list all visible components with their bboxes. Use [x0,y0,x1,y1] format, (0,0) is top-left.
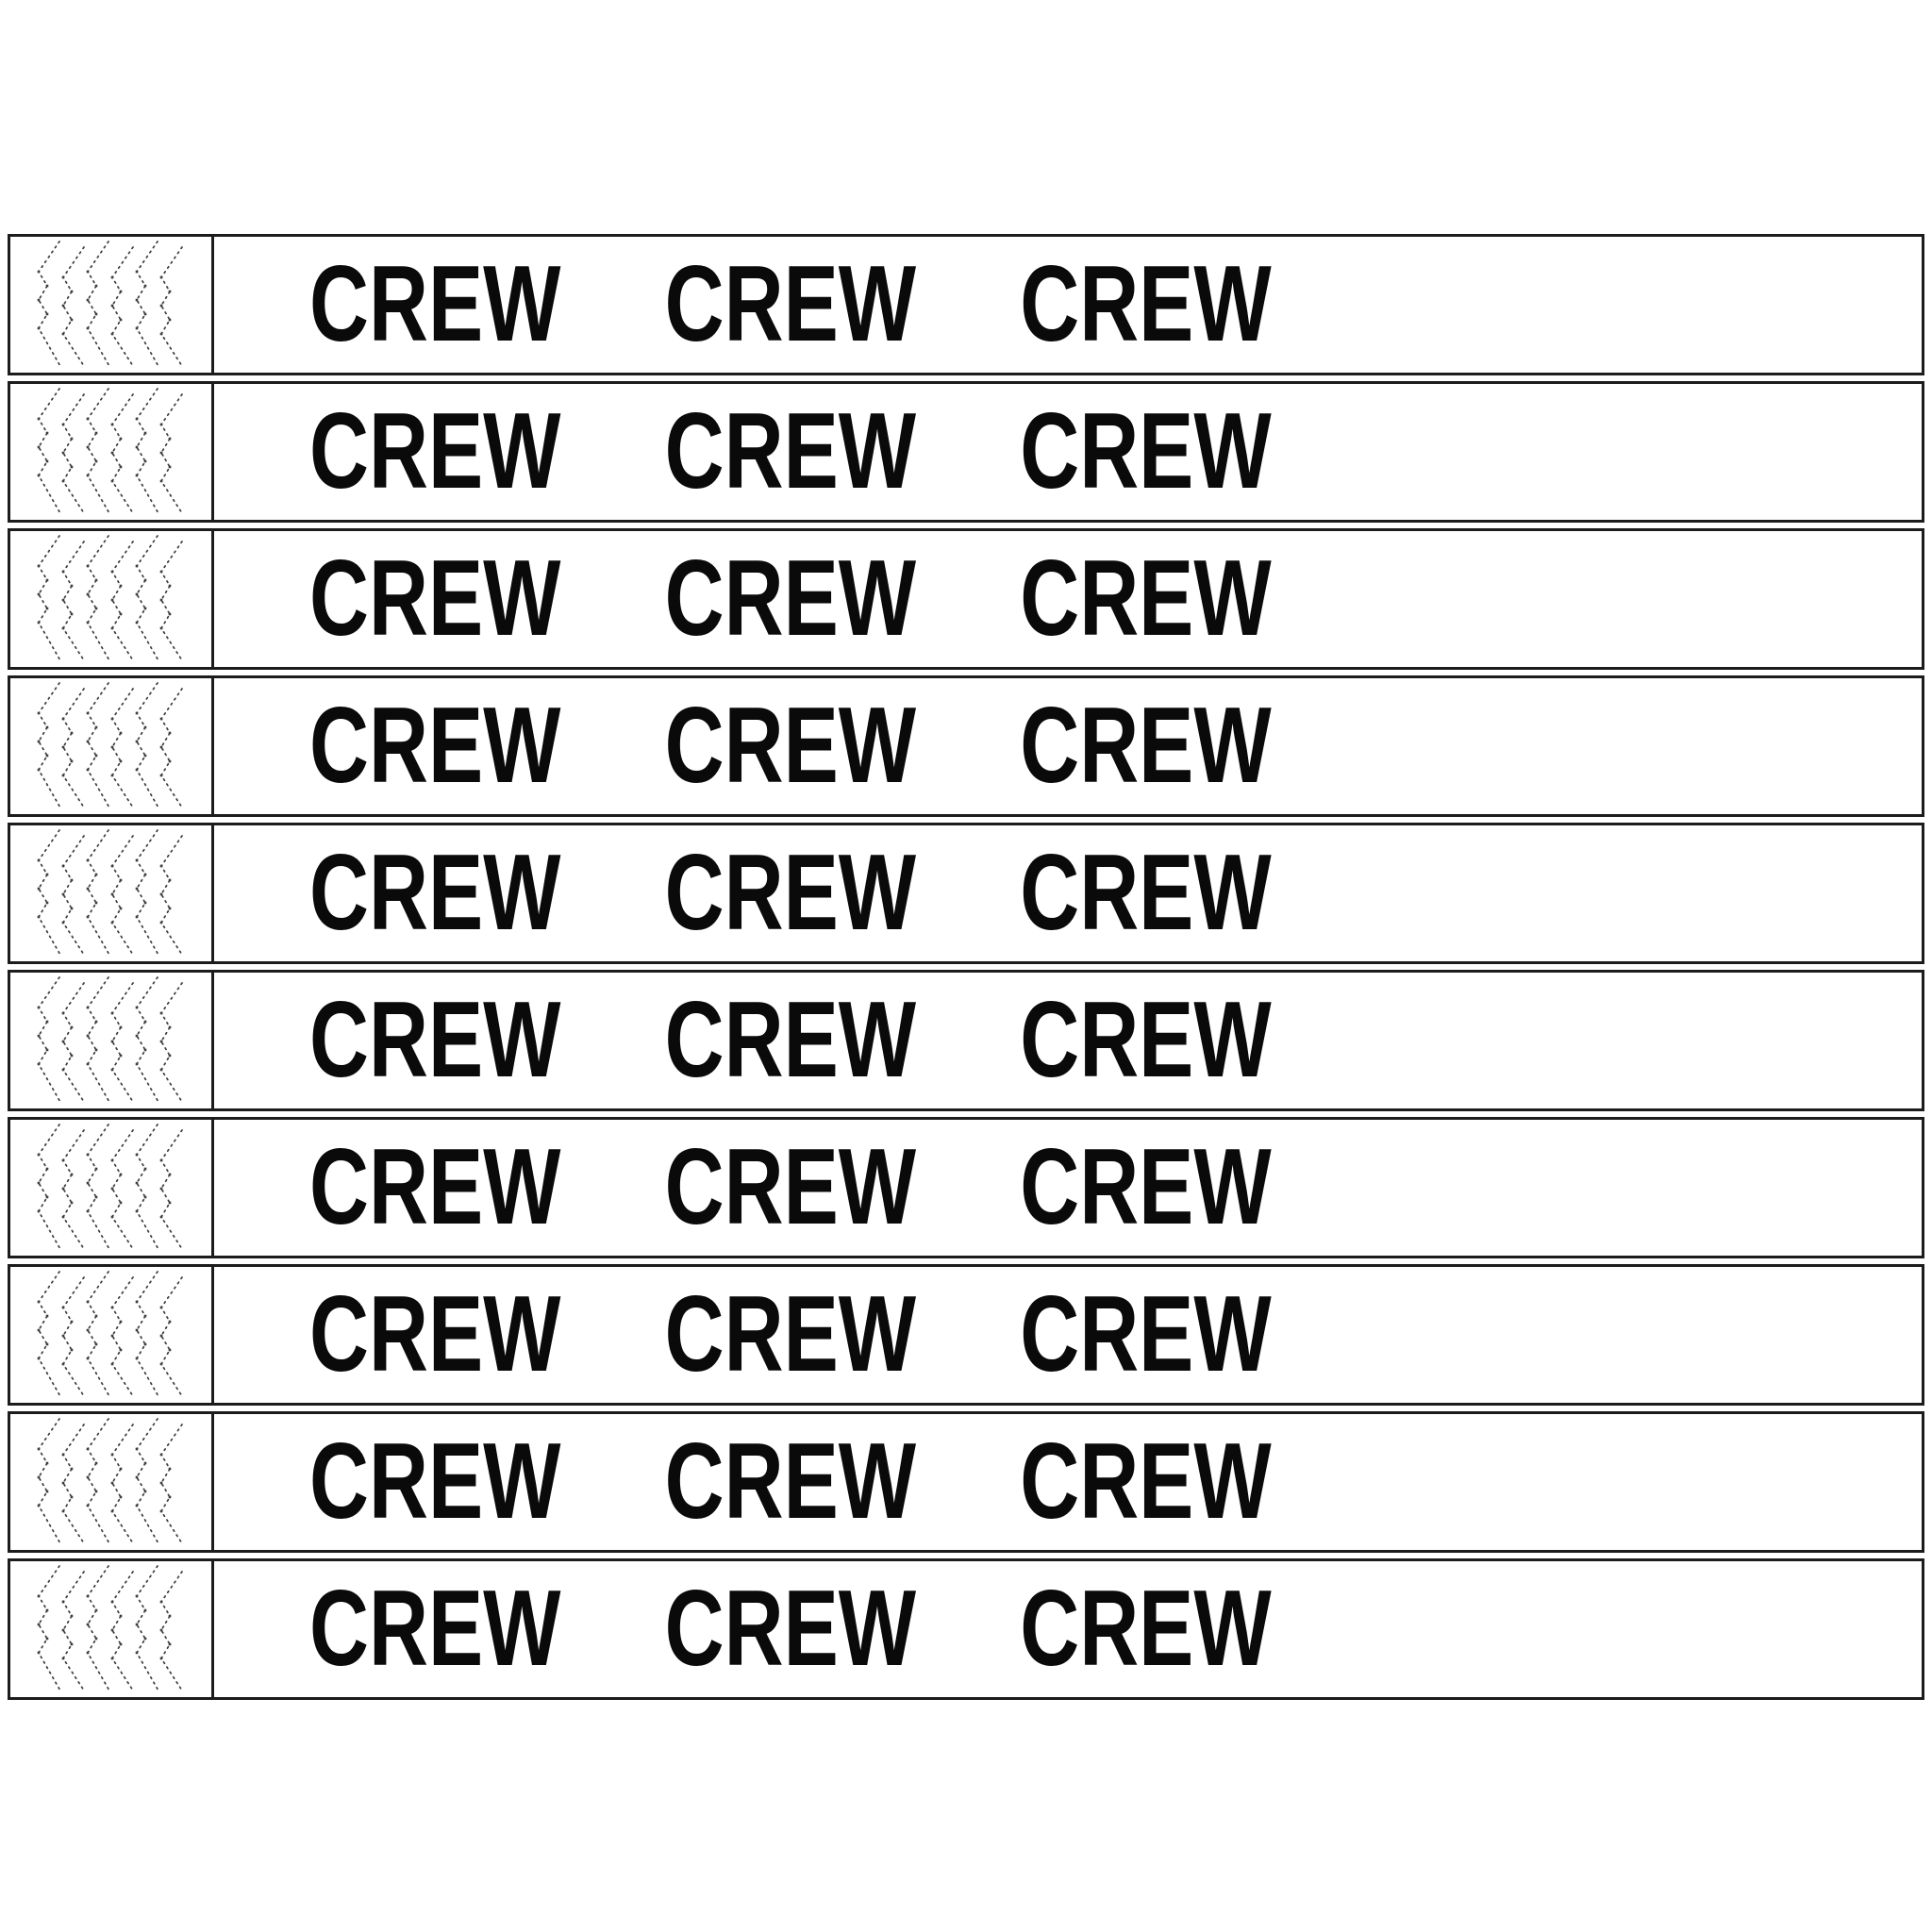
crew-label: CREW [1020,391,1272,511]
crew-label-row: CREW CREW CREW [309,1134,1272,1241]
crew-label-row: CREW CREW CREW [309,987,1272,1094]
crew-label: CREW [1020,244,1272,364]
zigzag-pattern-icon [36,682,183,810]
wristband-stub [10,237,214,373]
zigzag-pattern-icon [36,1565,183,1693]
crew-label: CREW [664,244,917,364]
crew-label: CREW [1020,1569,1272,1689]
crew-label: CREW [1020,1274,1272,1394]
crew-label: CREW [309,1422,561,1541]
crew-label: CREW [309,1274,561,1394]
zigzag-pattern-icon [36,1418,183,1546]
wristband-label-area: CREW CREW CREW [214,384,1922,520]
zigzag-pattern-icon [36,1271,183,1399]
crew-label: CREW [309,980,561,1100]
wristband-label-area: CREW CREW CREW [214,973,1922,1108]
wristband-stub [10,825,214,961]
crew-label: CREW [664,833,917,953]
crew-label: CREW [664,1127,917,1247]
crew-label-row: CREW CREW CREW [309,1575,1272,1683]
zigzag-pattern-icon [36,976,183,1105]
wristband-stub [10,973,214,1108]
wristband-label-area: CREW CREW CREW [214,1414,1922,1550]
wristband: CREW CREW CREW [8,1558,1924,1700]
crew-label: CREW [1020,833,1272,953]
wristband: CREW CREW CREW [8,1411,1924,1553]
crew-label-row: CREW CREW CREW [309,840,1272,947]
crew-label-row: CREW CREW CREW [309,1428,1272,1536]
crew-label: CREW [309,833,561,953]
zigzag-pattern-icon [36,1124,183,1252]
wristband: CREW CREW CREW [8,381,1924,523]
wristband-label-area: CREW CREW CREW [214,237,1922,373]
crew-label: CREW [309,391,561,511]
crew-label: CREW [1020,539,1272,658]
crew-label: CREW [1020,686,1272,806]
crew-label: CREW [664,1569,917,1689]
wristband-label-area: CREW CREW CREW [214,1267,1922,1403]
wristband-label-area: CREW CREW CREW [214,531,1922,667]
crew-label: CREW [664,686,917,806]
zigzag-pattern-icon [36,388,183,516]
wristband-label-area: CREW CREW CREW [214,678,1922,814]
wristband-stub [10,1120,214,1256]
zigzag-pattern-icon [36,241,183,369]
wristband: CREW CREW CREW [8,970,1924,1111]
wristband-stub [10,1561,214,1697]
wristband-stub [10,531,214,667]
wristband: CREW CREW CREW [8,1264,1924,1406]
crew-label: CREW [664,1422,917,1541]
crew-label: CREW [309,1569,561,1689]
wristband: CREW CREW CREW [8,823,1924,964]
wristband: CREW CREW CREW [8,1117,1924,1258]
wristband: CREW CREW CREW [8,234,1924,375]
crew-label-row: CREW CREW CREW [309,692,1272,800]
crew-label: CREW [1020,1422,1272,1541]
crew-label-row: CREW CREW CREW [309,251,1272,358]
wristband-label-area: CREW CREW CREW [214,1561,1922,1697]
crew-label: CREW [309,1127,561,1247]
wristband-stub [10,678,214,814]
wristband: CREW CREW CREW [8,528,1924,670]
wristband-stub [10,1414,214,1550]
crew-label: CREW [664,980,917,1100]
wristband-stub [10,384,214,520]
crew-label: CREW [664,539,917,658]
crew-label: CREW [664,391,917,511]
crew-label: CREW [1020,980,1272,1100]
wristband: CREW CREW CREW [8,675,1924,817]
wristband-label-area: CREW CREW CREW [214,1120,1922,1256]
zigzag-pattern-icon [36,535,183,663]
wristband-sheet: CREW CREW CREW CREW CREW CREW [8,234,1924,1700]
crew-label: CREW [309,686,561,806]
crew-label-row: CREW CREW CREW [309,1281,1272,1389]
crew-label-row: CREW CREW CREW [309,398,1272,506]
crew-label: CREW [309,244,561,364]
wristband-stub [10,1267,214,1403]
wristband-label-area: CREW CREW CREW [214,825,1922,961]
crew-label: CREW [1020,1127,1272,1247]
zigzag-pattern-icon [36,829,183,958]
crew-label: CREW [309,539,561,658]
crew-label-row: CREW CREW CREW [309,545,1272,653]
crew-label: CREW [664,1274,917,1394]
